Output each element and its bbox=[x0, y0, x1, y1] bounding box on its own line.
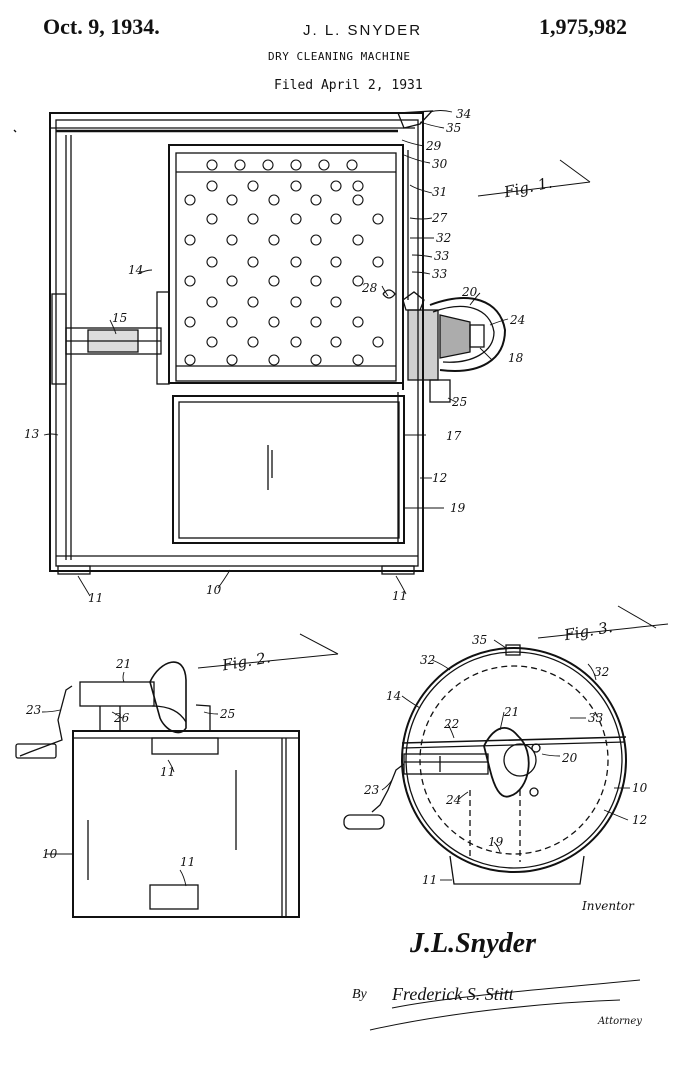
inventor-caption: Inventor bbox=[581, 899, 635, 913]
ref-label: 20 bbox=[561, 751, 578, 765]
ref-label: 26 bbox=[113, 711, 130, 725]
ref-label: 35 bbox=[446, 121, 461, 135]
drum-circle-dashed bbox=[420, 666, 608, 854]
ref-label: 24 bbox=[509, 313, 525, 327]
attorney-caption: Attorney bbox=[597, 1016, 642, 1027]
ref-label: 11 bbox=[392, 589, 407, 603]
ref-label: 32 bbox=[436, 231, 451, 245]
crank-handle bbox=[20, 686, 72, 756]
ref-label: 25 bbox=[451, 395, 467, 409]
ref-label: 18 bbox=[508, 351, 524, 365]
ref-label: 27 bbox=[431, 211, 448, 225]
ref-label: 23 bbox=[25, 703, 42, 717]
figure-2-refs: 21 23 26 25 11 10 11 bbox=[25, 657, 235, 869]
ref-label: 29 bbox=[425, 139, 442, 153]
ref-label: 13 bbox=[24, 427, 40, 441]
figure-2 bbox=[16, 662, 299, 917]
by-label: By bbox=[352, 987, 368, 1002]
ref-label: 14 bbox=[128, 263, 143, 277]
housing-side bbox=[73, 731, 299, 917]
ref-label: 24 bbox=[445, 793, 461, 807]
ref-label: 12 bbox=[432, 471, 447, 485]
gear-box bbox=[80, 682, 154, 706]
ref-label: 28 bbox=[361, 281, 378, 295]
inventor-signature: J.L.Snyder bbox=[409, 928, 537, 959]
figure-3-leaders bbox=[382, 640, 630, 880]
ref-label: 11 bbox=[160, 765, 175, 779]
ref-label: 31 bbox=[432, 185, 447, 199]
ref-label: 30 bbox=[432, 157, 448, 171]
ref-label: 21 bbox=[115, 657, 131, 671]
ref-label: 17 bbox=[446, 429, 462, 443]
ref-label: 10 bbox=[42, 847, 58, 861]
perforated-drum bbox=[169, 145, 403, 383]
ref-label: 19 bbox=[488, 835, 504, 849]
ref-label: 14 bbox=[386, 689, 401, 703]
ref-label: 35 bbox=[472, 633, 487, 647]
ref-label: 32 bbox=[594, 665, 609, 679]
ref-label: 23 bbox=[363, 783, 380, 797]
ref-label: 11 bbox=[180, 855, 195, 869]
ref-label: 33 bbox=[432, 267, 448, 281]
figure-3 bbox=[344, 645, 626, 884]
basin bbox=[173, 396, 404, 543]
ref-label: 33 bbox=[434, 249, 450, 263]
ref-label: 22 bbox=[443, 717, 459, 731]
ref-label: 11 bbox=[422, 873, 437, 887]
housing-circle bbox=[402, 648, 626, 872]
ref-label: 32 bbox=[420, 653, 435, 667]
drum-perforations bbox=[185, 160, 383, 365]
ref-label: 34 bbox=[456, 107, 471, 121]
ref-label: 20 bbox=[461, 285, 478, 299]
ref-label: 25 bbox=[219, 707, 235, 721]
ref-label: 33 bbox=[588, 711, 604, 725]
ref-label: 11 bbox=[88, 591, 103, 605]
ref-label: 19 bbox=[450, 501, 466, 515]
figure-2-leaders bbox=[42, 672, 218, 886]
ref-label: 21 bbox=[503, 705, 519, 719]
ref-label: 15 bbox=[112, 311, 127, 325]
figure-1 bbox=[14, 111, 505, 574]
ref-label: 10 bbox=[632, 781, 648, 795]
ref-label: 10 bbox=[206, 583, 222, 597]
ref-label: 12 bbox=[632, 813, 647, 827]
